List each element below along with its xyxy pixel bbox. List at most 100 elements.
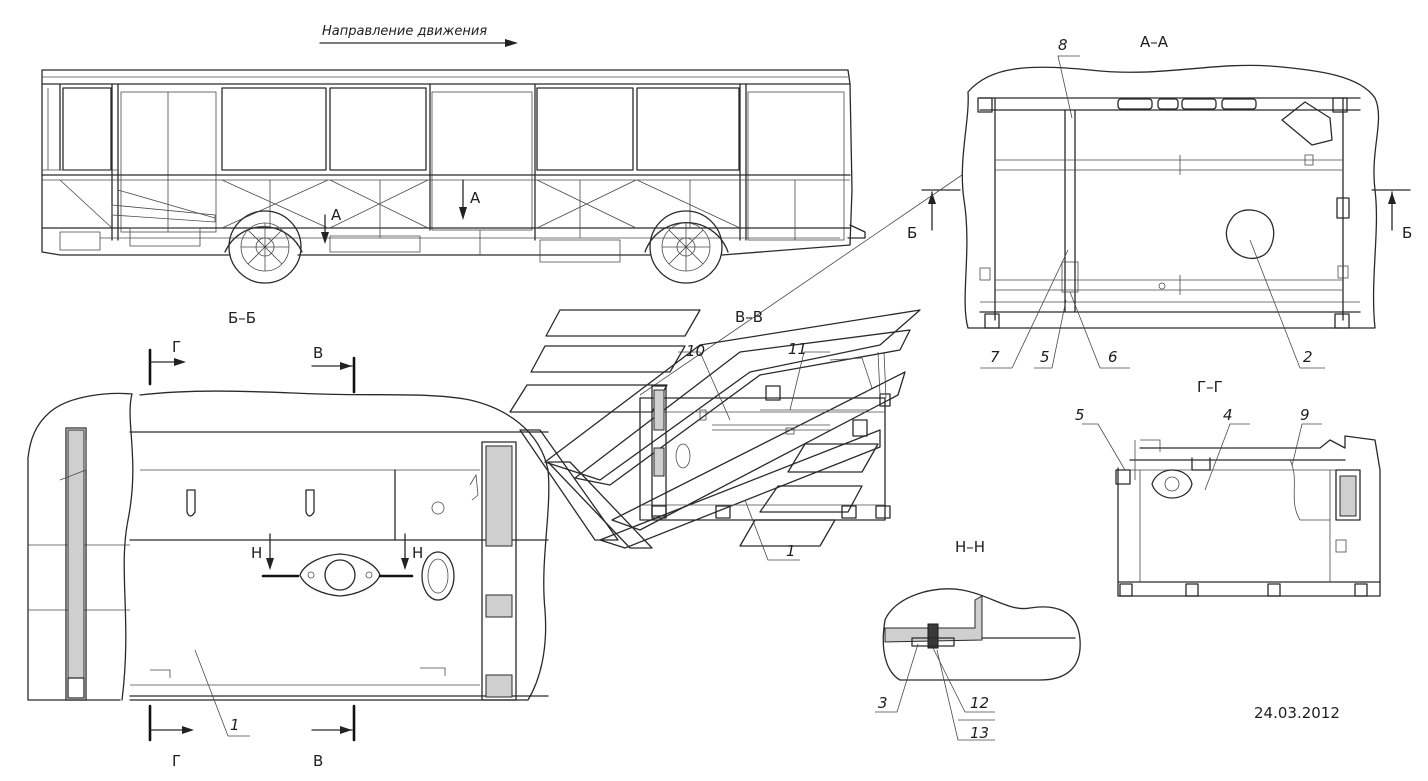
cut-b-label-left: Б	[907, 224, 917, 242]
section-vv-small-clip	[785, 427, 795, 435]
cut-n-label-right: Н	[412, 544, 423, 562]
section-gg-post-br	[1354, 583, 1368, 597]
section-aa-slot-2	[1157, 98, 1179, 110]
section-bb-left-post-hatch	[67, 429, 85, 679]
bus-front-wheel-arch	[224, 226, 303, 253]
bus-front-door	[120, 91, 217, 233]
bus-side-view: А А	[41, 69, 866, 284]
bus-window-3	[536, 87, 634, 171]
section-gg-break-line	[1289, 459, 1330, 521]
part-label-7: 7	[990, 348, 1000, 366]
section-gg-post-bm1	[1185, 583, 1199, 597]
section-aa-break-outline	[961, 64, 1380, 329]
section-bb-flange-bolt-right-icon	[365, 571, 373, 579]
bus-underbody-units	[59, 227, 621, 263]
section-vv-strip-1	[519, 429, 619, 541]
bus-front-tire	[228, 210, 302, 284]
section-vv-foot-1	[651, 505, 667, 519]
section-bb-body-outline	[129, 390, 550, 701]
section-vv-title: В–В	[735, 308, 763, 326]
bus-middle-door	[431, 91, 533, 231]
part-label-5-gg: 5	[1075, 406, 1085, 424]
part-label-4: 4	[1223, 406, 1233, 424]
section-vv-left-post-hatch	[653, 389, 665, 431]
section-vv-foot-2	[715, 505, 731, 519]
leader-part-10	[678, 351, 731, 421]
leader-part-2	[1249, 239, 1325, 369]
cut-a-arrow-main-head-icon	[459, 207, 467, 220]
section-aa-filler-neck	[1281, 101, 1333, 146]
section-aa-slot-3	[1181, 98, 1217, 110]
section-aa-side-block	[1336, 197, 1350, 219]
leader-part-1-vv	[744, 499, 800, 561]
direction-of-travel: Направление движения	[319, 24, 518, 47]
leader-part-5-gg	[1082, 423, 1126, 471]
section-aa-bolt-icon	[1158, 282, 1166, 290]
section-bb-hanger-2	[305, 489, 315, 517]
section-aa-title: А–А	[1140, 33, 1169, 51]
section-bb-drain-hole-icon	[431, 501, 445, 515]
section-aa-post-tr	[1332, 97, 1348, 113]
bus-rear-door	[747, 91, 845, 241]
part-label-1-bb: 1	[230, 716, 240, 734]
section-aa-post-tl	[977, 97, 993, 113]
section-gg-post-tl	[1115, 469, 1131, 485]
section-aa-post-bl	[984, 313, 1000, 329]
section-aa-hatch-opening	[1225, 209, 1275, 260]
section-gg-outline	[1117, 435, 1381, 597]
section-vv-strip-3	[544, 309, 921, 481]
section-bb-flange-opening	[324, 559, 356, 591]
bus-body-outline	[41, 83, 853, 256]
cut-n-left-arrow-head-icon	[266, 558, 274, 570]
section-bb-title: Б–Б	[228, 309, 256, 327]
section-vv-lower-panel-2	[759, 485, 863, 513]
part-label-6: 6	[1108, 348, 1118, 366]
section-gg-top-bracket	[1191, 457, 1211, 471]
part-label-1-vv: 1	[786, 542, 796, 560]
section-vv-foot-4	[875, 505, 891, 519]
section-nn: Н–Н 3 12 13	[875, 538, 1081, 742]
bus-window-1	[221, 87, 327, 171]
cut-b-right-arrow-head-icon	[1388, 192, 1396, 204]
direction-label: Направление движения	[322, 24, 487, 39]
section-vv-strip-5	[611, 371, 906, 531]
section-vv: В–В	[509, 308, 921, 561]
section-aa: А–А Б	[639, 33, 1412, 396]
cut-a-label-left: А	[331, 206, 342, 224]
section-gg-right-post-hatch	[1339, 475, 1357, 517]
section-bb-clip-wire	[469, 473, 479, 501]
part-label-10: 10	[686, 342, 705, 360]
section-bb-side-hatch	[421, 551, 455, 601]
section-vv-hatch	[675, 443, 691, 469]
leader-part-6	[1069, 291, 1130, 369]
section-nn-gasket	[911, 637, 955, 647]
leader-part-11	[789, 351, 830, 411]
section-vv-strip-4	[574, 329, 911, 486]
cut-g-top-arrow-head-icon	[174, 358, 186, 366]
section-vv-tab	[699, 409, 707, 421]
section-gg-flange	[1151, 469, 1193, 499]
part-label-8: 8	[1058, 36, 1068, 54]
bus-front-spokes	[241, 223, 289, 271]
section-gg-post-bm2	[1267, 583, 1281, 597]
section-bb-side-hatch-inner	[427, 558, 449, 594]
section-bb-left-break	[27, 392, 133, 701]
section-gg-left-fitting	[1134, 439, 1161, 480]
direction-arrow-head-icon	[505, 39, 518, 47]
section-aa-small-clip	[1304, 154, 1314, 166]
section-aa-right-clip	[1337, 265, 1349, 279]
leader-part-5-aa	[1034, 299, 1067, 369]
section-aa-slot-1	[1117, 98, 1153, 110]
cut-v-bottom-arrow-head-icon	[340, 726, 352, 734]
bus-cross-bracing	[221, 179, 741, 229]
cut-v-label-bottom: В	[313, 752, 323, 770]
section-vv-left-post-hatch-2	[653, 447, 665, 477]
section-vv-strip-6	[599, 429, 881, 549]
section-bb-feet	[150, 667, 446, 678]
section-vv-corner-block	[879, 393, 891, 407]
section-aa-post-br	[1334, 313, 1350, 329]
section-gg-post-bl	[1119, 583, 1133, 597]
leader-part-7	[980, 249, 1069, 369]
part-label-12: 12	[970, 694, 989, 712]
